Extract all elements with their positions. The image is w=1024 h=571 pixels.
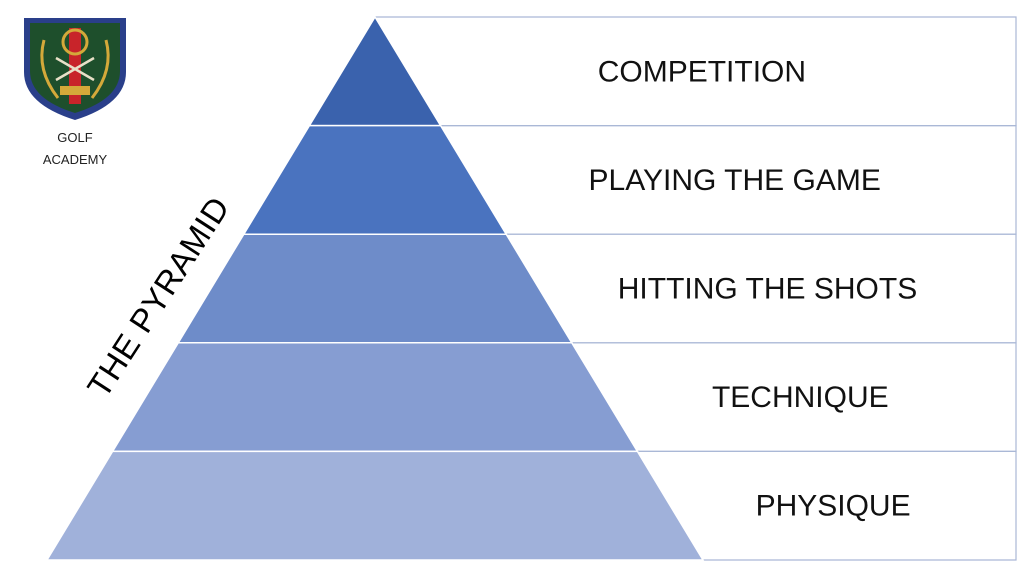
pyramid-tier-1 xyxy=(308,15,442,127)
tier-label: PHYSIQUE xyxy=(756,490,911,523)
crest-icon xyxy=(24,18,126,120)
pyramid-tier-2 xyxy=(242,124,508,235)
tier-label: HITTING THE SHOTS xyxy=(618,273,917,306)
logo-text-academy: ACADEMY xyxy=(43,152,108,167)
logo-text-golf: GOLF xyxy=(57,130,92,145)
tier-bands xyxy=(375,16,1017,561)
tier-label: COMPETITION xyxy=(598,55,806,88)
tier-label: PLAYING THE GAME xyxy=(589,164,881,197)
tier-labels: COMPETITION PLAYING THE GAME HITTING THE S… xyxy=(589,55,918,522)
golf-academy-logo: GOLF ACADEMY xyxy=(24,18,126,167)
pyramid-tier-5 xyxy=(45,450,705,561)
pyramid-tier-4 xyxy=(111,342,639,453)
pyramid xyxy=(45,15,705,561)
tier-band xyxy=(637,450,1017,561)
pyramid-tier-3 xyxy=(176,233,574,344)
tier-label: TECHNIQUE xyxy=(712,381,889,414)
